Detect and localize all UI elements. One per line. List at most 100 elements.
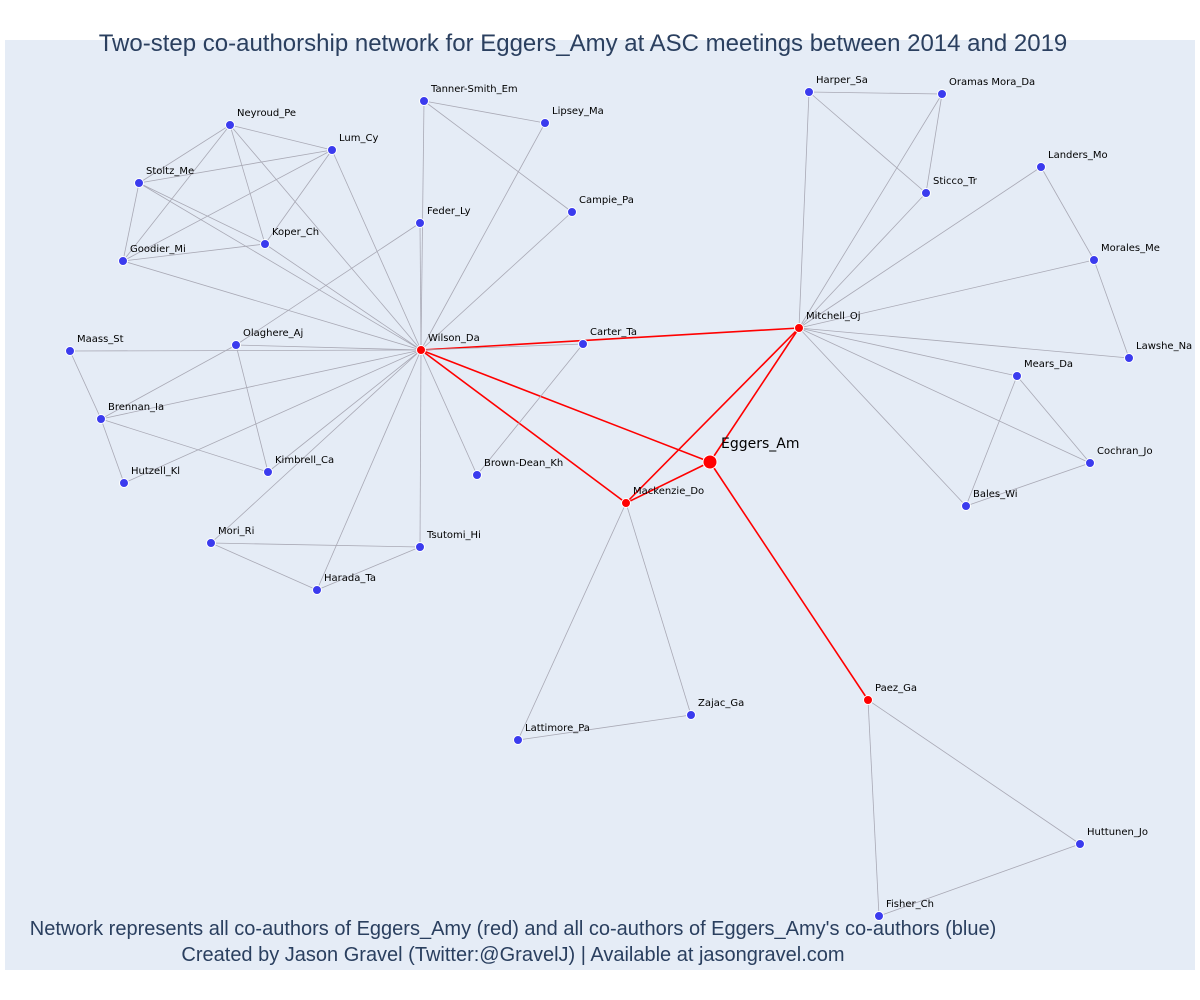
node-sticco-tr[interactable]: [921, 188, 931, 198]
node-label-lipsey-ma: Lipsey_Ma: [552, 106, 604, 117]
edge-wilson-da-neyroud-pe: [229, 124, 422, 351]
node-feder-ly[interactable]: [415, 218, 425, 228]
node-label-lattimore-pa: Lattimore_Pa: [525, 723, 590, 734]
node-label-huttunen-jo: Huttunen_Jo: [1087, 827, 1148, 838]
edge-wilson-da-hutzell-kl: [123, 349, 422, 484]
node-label-lawshe-na: Lawshe_Na: [1136, 341, 1192, 352]
edge-wilson-da-campie-pa: [420, 211, 573, 351]
node-label-bales-wi: Bales_Wi: [973, 489, 1018, 500]
node-label-goodier-mi: Goodier_Mi: [130, 244, 186, 255]
edge-oramas-mora-da-sticco-tr: [925, 93, 943, 194]
node-koper-ch[interactable]: [260, 239, 270, 249]
edge-wilson-da-mori-ri: [210, 349, 422, 544]
node-label-olaghere-aj: Olaghere_Aj: [243, 328, 303, 339]
edge-wilson-da-olaghere-aj: [235, 344, 422, 351]
edge-neyroud-pe-lum-cy: [229, 124, 333, 151]
node-paez-ga[interactable]: [863, 695, 873, 705]
node-label-harada-ta: Harada_Ta: [324, 573, 376, 584]
node-kimbrell-ca[interactable]: [263, 467, 273, 477]
edge-lum-cy-goodier-mi: [122, 149, 333, 262]
edge-mitchell-oj-landers-mo: [798, 166, 1042, 329]
edge-neyroud-pe-koper-ch: [229, 124, 266, 245]
node-wilson-da[interactable]: [416, 345, 426, 355]
edge-cochran-jo-bales-wi: [965, 462, 1091, 507]
node-mears-da[interactable]: [1012, 371, 1022, 381]
edge-wilson-da-stoltz-me: [138, 182, 422, 351]
edge-maass-st-brennan-ia: [69, 350, 102, 420]
edge-wilson-da-brennan-ia: [100, 349, 422, 420]
node-fisher-ch[interactable]: [874, 911, 884, 921]
node-label-brennan-ia: Brennan_Ia: [108, 402, 164, 413]
node-neyroud-pe[interactable]: [225, 120, 235, 130]
node-label-landers-mo: Landers_Mo: [1048, 150, 1108, 161]
edge-zajac-ga-lattimore-pa: [517, 714, 692, 741]
edge-eggers-am-mitchell-oj: [709, 327, 800, 463]
edge-mackenzie-do-lattimore-pa: [517, 502, 627, 741]
node-label-mears-da: Mears_Da: [1024, 359, 1073, 370]
node-label-neyroud-pe: Neyroud_Pe: [237, 108, 296, 119]
node-label-koper-ch: Koper_Ch: [272, 227, 319, 238]
edge-wilson-da-maass-st: [69, 349, 422, 352]
node-cochran-jo[interactable]: [1085, 458, 1095, 468]
edge-mitchell-oj-oramas-mora-da: [798, 93, 943, 329]
node-stoltz-me[interactable]: [134, 178, 144, 188]
edge-mackenzie-do-zajac-ga: [625, 502, 692, 716]
edge-neyroud-pe-goodier-mi: [122, 124, 231, 262]
node-harada-ta[interactable]: [312, 585, 322, 595]
edge-tanner-smith-em-campie-pa: [423, 100, 573, 213]
node-harper-sa[interactable]: [804, 87, 814, 97]
node-morales-me[interactable]: [1089, 255, 1099, 265]
edge-harper-sa-sticco-tr: [808, 91, 927, 194]
edge-carter-ta-brown-dean-kh: [476, 343, 584, 476]
node-mitchell-oj[interactable]: [794, 323, 804, 333]
node-landers-mo[interactable]: [1036, 162, 1046, 172]
node-huttunen-jo[interactable]: [1075, 839, 1085, 849]
node-hutzell-kl[interactable]: [119, 478, 129, 488]
node-label-fisher-ch: Fisher_Ch: [886, 899, 934, 910]
edge-mitchell-oj-cochran-jo: [798, 327, 1091, 464]
edge-brennan-ia-kimbrell-ca: [100, 418, 269, 473]
node-mackenzie-do[interactable]: [621, 498, 631, 508]
node-label-morales-me: Morales_Me: [1101, 243, 1160, 254]
edge-eggers-am-mackenzie-do: [625, 461, 711, 504]
node-lawshe-na[interactable]: [1124, 353, 1134, 363]
node-lum-cy[interactable]: [327, 145, 337, 155]
node-zajac-ga[interactable]: [686, 710, 696, 720]
node-campie-pa[interactable]: [567, 207, 577, 217]
edge-brennan-ia-hutzell-kl: [100, 418, 125, 484]
edge-mori-ri-harada-ta: [210, 542, 318, 591]
node-tanner-smith-em[interactable]: [419, 96, 429, 106]
edge-neyroud-pe-stoltz-me: [138, 124, 231, 184]
node-olaghere-aj[interactable]: [231, 340, 241, 350]
node-bales-wi[interactable]: [961, 501, 971, 511]
node-goodier-mi[interactable]: [118, 256, 128, 266]
node-label-carter-ta: Carter_Ta: [590, 327, 637, 338]
node-label-tanner-smith-em: Tanner-Smith_Em: [430, 84, 518, 95]
node-eggers-am[interactable]: [702, 454, 718, 470]
node-carter-ta[interactable]: [578, 339, 588, 349]
edge-wilson-da-feder-ly: [419, 222, 422, 351]
node-tsutomi-hi[interactable]: [415, 542, 425, 552]
node-oramas-mora-da[interactable]: [937, 89, 947, 99]
edge-mitchell-oj-mackenzie-do: [625, 327, 800, 504]
node-lipsey-ma[interactable]: [540, 118, 550, 128]
edge-wilson-da-lipsey-ma: [420, 122, 546, 351]
edge-mitchell-oj-sticco-tr: [798, 192, 927, 329]
node-label-stoltz-me: Stoltz_Me: [146, 166, 194, 177]
node-maass-st[interactable]: [65, 346, 75, 356]
node-lattimore-pa[interactable]: [513, 735, 523, 745]
node-brennan-ia[interactable]: [96, 414, 106, 424]
edge-paez-ga-huttunen-jo: [867, 699, 1081, 845]
node-brown-dean-kh[interactable]: [472, 470, 482, 480]
node-layer: [65, 87, 1134, 921]
node-mori-ri[interactable]: [206, 538, 216, 548]
edge-lum-cy-koper-ch: [264, 149, 333, 245]
edge-wilson-da-carter-ta: [420, 343, 584, 351]
node-label-mori-ri: Mori_Ri: [218, 526, 254, 537]
label-layer: Eggers_AmWilson_DaMitchell_OjMackenzie_D…: [77, 75, 1192, 910]
edge-mitchell-oj-mears-da: [798, 327, 1018, 377]
edge-eggers-am-wilson-da: [420, 349, 711, 463]
edge-koper-ch-goodier-mi: [122, 243, 266, 262]
edge-paez-ga-fisher-ch: [867, 699, 880, 917]
